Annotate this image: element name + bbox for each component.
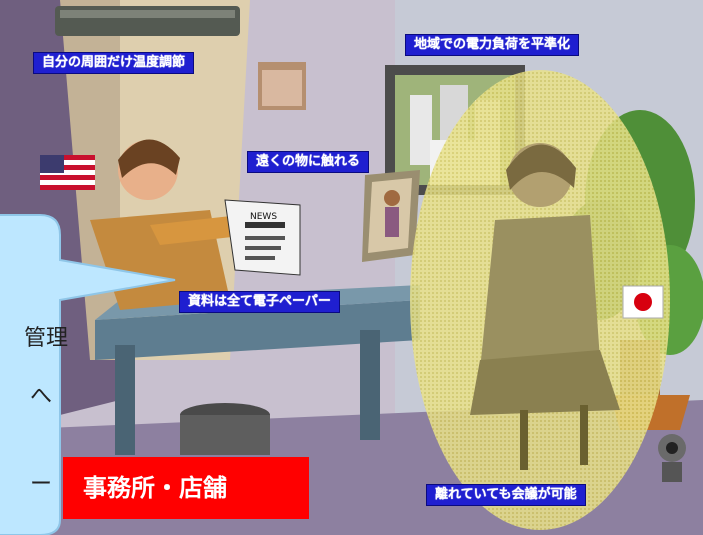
hologram-woman	[410, 70, 670, 530]
label-electronic-paper: 資料は全て電子ペーパー	[179, 291, 340, 313]
electronic-paper	[224, 199, 301, 276]
bubble-text-2: へ	[30, 384, 53, 409]
speech-bubble	[0, 214, 176, 535]
hologram-picture	[362, 170, 420, 262]
newspaper-headline: NEWS	[250, 212, 277, 222]
bubble-text-1: 管理	[24, 326, 69, 351]
japan-flag-icon	[622, 285, 664, 319]
label-temperature-control: 自分の周囲だけ温度調節	[33, 52, 195, 74]
bubble-text-3: ー	[30, 472, 53, 497]
label-remote-touch: 遠くの物に触れる	[247, 151, 370, 173]
label-power-leveling: 地域での電力負荷を平準化	[405, 34, 580, 56]
air-conditioner-icon	[55, 6, 240, 36]
label-remote-meeting: 離れていても会議が可能	[426, 484, 586, 506]
web-camera-icon	[658, 434, 686, 482]
us-flag-icon	[40, 155, 95, 190]
office-store-label: 事務所・店舗	[63, 457, 309, 519]
meeting-photo	[258, 62, 306, 110]
